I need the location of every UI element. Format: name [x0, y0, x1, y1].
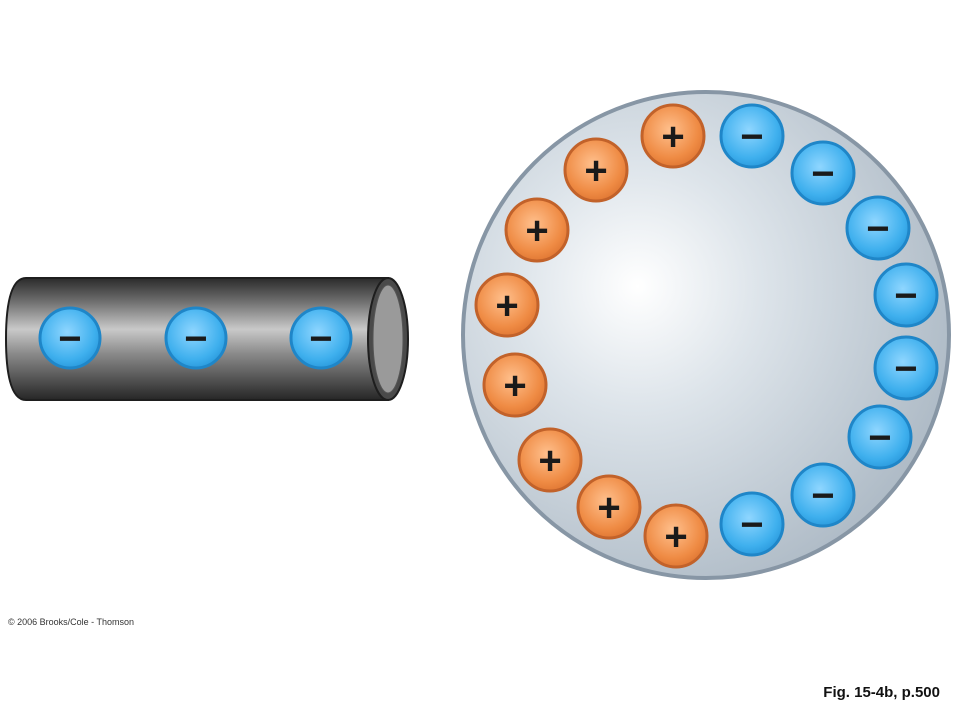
positive-charge-circle	[640, 103, 706, 169]
sphere-body	[461, 90, 951, 580]
plus-sign: +	[584, 149, 607, 193]
positive-charge-circle	[504, 197, 570, 263]
positive-charge-circle	[576, 474, 642, 540]
minus-sign: −	[894, 274, 917, 318]
negative-charge-circle	[873, 335, 939, 401]
sphere-charges: ++++++++−−−−−−−−	[474, 103, 939, 569]
sphere-negative-charge: −	[845, 195, 911, 261]
plus-sign: +	[597, 486, 620, 530]
sphere-positive-charge: +	[576, 474, 642, 540]
positive-charge-circle	[517, 427, 583, 493]
sphere-positive-charge: +	[474, 272, 540, 338]
negative-charge-circle	[790, 140, 856, 206]
minus-sign: −	[811, 152, 834, 196]
plus-sign: +	[495, 284, 518, 328]
sphere-negative-charge: −	[719, 103, 785, 169]
positive-charge-circle	[563, 137, 629, 203]
sphere-negative-charge: −	[790, 140, 856, 206]
plus-sign: +	[661, 115, 684, 159]
negative-charge-circle	[164, 306, 228, 370]
plus-sign: +	[503, 364, 526, 408]
minus-sign: −	[868, 416, 891, 460]
minus-sign: −	[811, 474, 834, 518]
figure-label: Fig. 15-4b, p.500	[823, 684, 940, 701]
sphere-positive-charge: +	[640, 103, 706, 169]
sphere-positive-charge: +	[563, 137, 629, 203]
plus-sign: +	[525, 209, 548, 253]
minus-sign: −	[309, 317, 332, 361]
sphere-positive-charge: +	[643, 503, 709, 569]
negative-charge-circle	[289, 306, 353, 370]
sphere-negative-charge: −	[719, 491, 785, 557]
plus-sign: +	[538, 439, 561, 483]
copyright-text: © 2006 Brooks/Cole - Thomson	[8, 617, 135, 627]
negative-charge-circle	[847, 404, 913, 470]
rod-negative-charge: −	[164, 306, 228, 370]
sphere-negative-charge: −	[873, 335, 939, 401]
negative-charge-circle	[790, 462, 856, 528]
negative-charge-circle	[38, 306, 102, 370]
rod-charges: −−−	[38, 306, 353, 370]
sphere-negative-charge: −	[873, 262, 939, 328]
negative-charge-circle	[719, 491, 785, 557]
sphere-positive-charge: +	[517, 427, 583, 493]
positive-charge-circle	[643, 503, 709, 569]
negative-charge-circle	[873, 262, 939, 328]
positive-charge-circle	[474, 272, 540, 338]
sphere-positive-charge: +	[504, 197, 570, 263]
minus-sign: −	[184, 317, 207, 361]
minus-sign: −	[894, 347, 917, 391]
sphere-negative-charge: −	[790, 462, 856, 528]
rod-negative-charge: −	[289, 306, 353, 370]
sphere-positive-charge: +	[482, 352, 548, 418]
negative-charge-circle	[719, 103, 785, 169]
neutral-sphere: ++++++++−−−−−−−−	[461, 90, 951, 580]
positive-charge-circle	[482, 352, 548, 418]
sphere-negative-charge: −	[847, 404, 913, 470]
rod-end-inner	[372, 284, 404, 394]
negative-charge-circle	[845, 195, 911, 261]
minus-sign: −	[740, 115, 763, 159]
minus-sign: −	[58, 317, 81, 361]
minus-sign: −	[866, 207, 889, 251]
minus-sign: −	[740, 503, 763, 547]
rod-negative-charge: −	[38, 306, 102, 370]
plus-sign: +	[664, 515, 687, 559]
charged-rod: −−−	[4, 277, 409, 401]
